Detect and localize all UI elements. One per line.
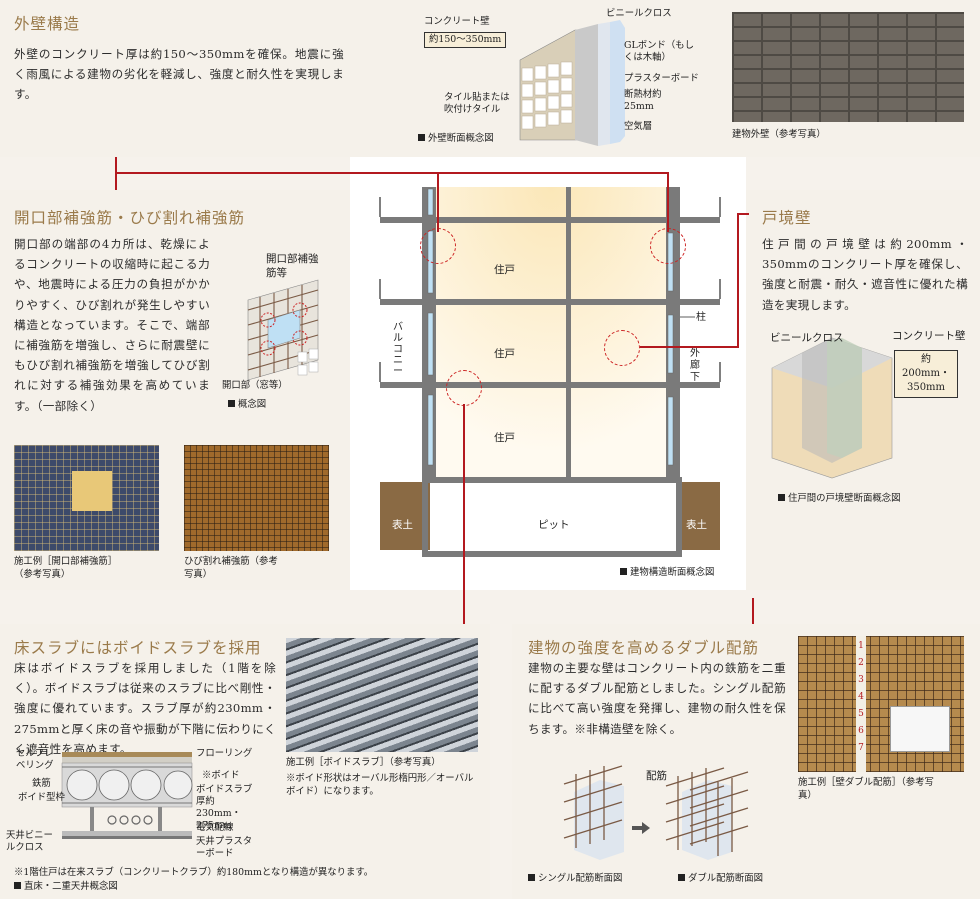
opening-photo-1 xyxy=(14,445,159,551)
building-soil-label-2: 表土 xyxy=(686,519,707,531)
partition-text: 住戸間の戸境壁は約200mm・350mmのコンクリート厚を確保し、強度と耐震・耐… xyxy=(762,237,968,312)
opening-photo-1-caption: 施工例［開口部補強筋］（参考写真） xyxy=(14,556,113,580)
double-rebar-panel: 建物の強度を高めるダブル配筋 建物の主要な壁はコンクリート内の鉄筋を二重に配する… xyxy=(512,624,980,899)
connector-top-right-v xyxy=(667,172,669,232)
connector-bottom-v xyxy=(463,404,465,624)
connector-bottom-right-h xyxy=(752,598,754,624)
building-unit-label-3: 住戸 xyxy=(494,432,515,444)
opening-diagram-caption: 概念図 xyxy=(228,398,266,411)
slab-label-leveling: セルフレベリング xyxy=(16,748,54,771)
opening-label-window: 開口部（窓等） xyxy=(222,380,288,391)
slab-label-ceiling-board: 天井プラスターボード xyxy=(196,836,253,859)
exterior-diagram-caption: 外壁断面概念図 xyxy=(418,132,494,145)
building-dash-circle-4 xyxy=(446,370,482,406)
exterior-label-cloth: ビニールクロス xyxy=(606,8,672,19)
slab-title: 床スラブにはボイドスラブを採用 xyxy=(14,639,262,657)
double-double-caption: ダブル配筋断面図 xyxy=(678,872,763,885)
connector-top-h xyxy=(115,172,669,174)
slab-photo-note: ※ボイド形状はオーバル形楕円形／オーバルボイド）になります。 xyxy=(286,773,474,797)
slab-text: 床はボイドスラブを採用しました（1階を除く）。ボイドスラブは従来のスラブに比べ剛… xyxy=(14,661,276,756)
connector-right-v xyxy=(737,213,739,347)
exterior-wall-panel: 外壁構造 外壁のコンクリート厚は約150〜350mmを確保。地震に強く雨風による… xyxy=(0,0,980,157)
opening-photo-2-caption: ひび割れ補強筋（参考写真） xyxy=(184,556,278,580)
partition-thickness: 約200mm・350mm xyxy=(894,350,958,398)
slab-panel: 床スラブにはボイドスラブを採用 床はボイドスラブを採用しました（1階を除く）。ボ… xyxy=(0,624,490,899)
exterior-label-tile: タイル貼または吹付けタイル xyxy=(444,92,510,115)
slab-label-void-note: ※ボイド xyxy=(202,770,240,781)
building-caption: 建物構造断面概念図 xyxy=(620,566,714,579)
partition-caption: 住戸間の戸境壁断面概念図 xyxy=(778,492,901,505)
building-unit-label-1: 住戸 xyxy=(494,264,515,276)
exterior-wall-title: 外壁構造 xyxy=(14,15,81,33)
slab-photo xyxy=(286,638,478,752)
opening-title: 開口部補強筋・ひび割れ補強筋 xyxy=(14,209,246,227)
partition-label-cloth: ビニールクロス xyxy=(770,332,844,344)
building-dash-circle-1 xyxy=(420,228,456,264)
partition-diagram xyxy=(771,337,893,479)
connector-right-h2 xyxy=(640,346,739,348)
building-balcony-label: バルコニー xyxy=(393,322,403,377)
exterior-wall-photo xyxy=(732,12,964,122)
exterior-photo-caption: 建物外壁（参考写真） xyxy=(732,129,826,140)
exterior-wall-diagram xyxy=(519,20,625,146)
double-diagram xyxy=(563,765,749,860)
connector-top-left-v xyxy=(115,157,117,190)
slab-diagram xyxy=(61,752,193,839)
partition-panel: 戸境壁 住戸間の戸境壁は約200mm・350mmのコンクリート厚を確保し、強度と… xyxy=(746,190,980,590)
partition-title: 戸境壁 xyxy=(762,209,812,227)
double-title: 建物の強度を高めるダブル配筋 xyxy=(528,639,760,657)
slab-label-rebar: 鉄筋 xyxy=(32,778,51,789)
building-soil-label-1: 表土 xyxy=(392,519,413,531)
slab-footnote: ※1階住戸は在来スラブ（コンクリートクラブ）約180mmとなり構造が異なります。 xyxy=(14,867,374,878)
building-unit-label-2: 住戸 xyxy=(494,348,515,360)
exterior-label-insul: 断熱材約25mm xyxy=(624,89,662,112)
slab-label-form: ボイド型枠 xyxy=(18,792,65,803)
slab-label-slab-thick: ボイドスラブ厚約230mm・275mm xyxy=(196,784,253,831)
opening-diagram xyxy=(247,279,319,381)
exterior-label-gl: GLボンド（もしくは木軸） xyxy=(624,40,694,63)
exterior-label-air: 空気層 xyxy=(624,121,653,132)
double-photo xyxy=(798,636,964,772)
connector-right-h xyxy=(737,213,749,215)
opening-text: 開口部の端部の4カ所は、乾燥によるコンクリートの収縮時に起こる力や、地震時による… xyxy=(14,237,210,413)
double-label-haikin: 配筋 xyxy=(646,770,667,782)
connector-top-mid-v xyxy=(437,172,439,232)
slab-diagram-caption: 直床・二重天井概念図 xyxy=(14,880,118,893)
building-pit-label: ピット xyxy=(538,519,570,531)
double-single-caption: シングル配筋断面図 xyxy=(528,872,622,885)
exterior-wall-text: 外壁のコンクリート厚は約150〜350mmを確保。地震に強く雨風による建物の劣化… xyxy=(14,47,344,102)
slab-photo-caption: 施工例［ボイドスラブ］（参考写真） xyxy=(286,757,441,768)
exterior-label-thickness: 約150〜350mm xyxy=(424,32,507,48)
building-pillar-label: 柱 xyxy=(696,312,706,323)
slab-label-flooring: フローリング xyxy=(196,748,253,759)
building-corridor-label: 外廊下 xyxy=(690,348,700,383)
double-text: 建物の主要な壁はコンクリート内の鉄筋を二重に配するダブル配筋としました。シングル… xyxy=(528,661,786,736)
opening-label-rebar: 開口部補強筋等 xyxy=(266,253,319,279)
partition-label-concrete: コンクリート壁 xyxy=(892,330,966,342)
building-dash-circle-2 xyxy=(650,228,686,264)
building-dash-circle-3 xyxy=(604,330,640,366)
opening-photo-2 xyxy=(184,445,329,551)
slab-label-wiring: 電気配線 xyxy=(196,822,234,833)
double-photo-caption: 施工例［壁ダブル配筋］（参考写真） xyxy=(798,777,934,801)
exterior-label-concrete: コンクリート壁 xyxy=(424,16,490,27)
exterior-label-board: プラスターボード xyxy=(624,73,699,84)
slab-label-ceiling-cloth: 天井ビニールクロス xyxy=(6,830,53,853)
opening-panel: 開口部補強筋・ひび割れ補強筋 開口部の端部の4カ所は、乾燥によるコンクリートの収… xyxy=(0,190,350,590)
